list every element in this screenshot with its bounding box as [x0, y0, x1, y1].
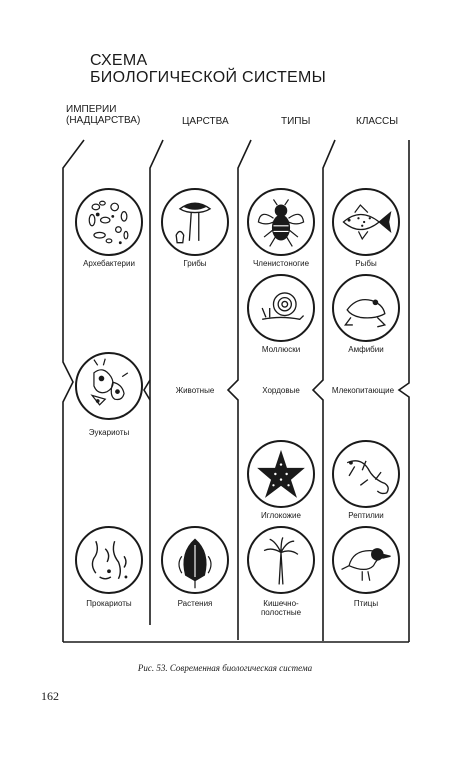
hydra-icon [263, 537, 299, 585]
title-line-2: БИОЛОГИЧЕСКОЙ СИСТЕМЫ [90, 69, 327, 86]
prokaryotes-illustration [75, 526, 143, 594]
header-empires-line-2: (НАДЦАРСТВА) [66, 115, 141, 126]
archaebacteria-illustration [75, 188, 143, 256]
prokaryote-icon [91, 540, 128, 580]
bacteria-icon [88, 200, 129, 245]
label-prokaryotes: Прокариоты [86, 599, 132, 608]
starfish-icon [257, 449, 305, 498]
frog-icon [343, 298, 387, 328]
label-arthropods: Членистоногие [252, 259, 310, 268]
label-mammals: Млекопитающие [331, 386, 395, 395]
class-boundary [311, 139, 336, 641]
label-chordates: Хордовые [262, 386, 300, 395]
label-archaebacteria: Архебактерии [83, 259, 135, 268]
label-echinoderms: Иглокожие [261, 511, 301, 520]
plants-illustration [161, 526, 229, 594]
class-boundary-right [397, 140, 410, 642]
amphibians-illustration [332, 274, 400, 342]
fish-icon [342, 204, 392, 241]
bee-icon [257, 199, 305, 247]
page-number: 162 [41, 689, 59, 703]
label-animals: Животные [175, 386, 215, 395]
protist-icon [90, 358, 129, 406]
header-phyla: ТИПЫ [281, 116, 311, 127]
eukaryotes-illustration [75, 352, 143, 420]
empire-boundary-left [62, 139, 85, 642]
arthropods-illustration [247, 188, 315, 256]
birds-illustration [332, 526, 400, 594]
header-empires-line-1: ИМПЕРИИ [66, 104, 117, 115]
label-fungi: Грибы [183, 259, 207, 268]
page-title: СХЕМА БИОЛОГИЧЕСКОЙ СИСТЕМЫ [90, 52, 326, 86]
phylum-boundary [226, 139, 252, 640]
mollusks-illustration [247, 274, 315, 342]
label-eukaryotes: Эукариоты [88, 428, 130, 437]
mushroom-icon [175, 202, 212, 244]
label-plants: Растения [177, 599, 213, 608]
bird-icon [341, 548, 391, 581]
header-empires: ИМПЕРИИ (НАДЦАРСТВА) [66, 104, 140, 126]
echinoderms-illustration [247, 440, 315, 508]
kingdom-boundary [149, 139, 164, 625]
label-mollusks: Моллюски [261, 345, 301, 354]
lizard-icon [346, 460, 389, 495]
label-coelenterates: Кишечно-полостные [260, 599, 302, 617]
kingdom-arrow [143, 379, 151, 401]
fish-illustration [332, 188, 400, 256]
title-line-1: СХЕМА [90, 52, 148, 69]
snail-icon [261, 292, 305, 321]
coelenterates-illustration [247, 526, 315, 594]
figure-caption: Рис. 53. Современная биологическая систе… [137, 663, 313, 673]
label-fish: Рыбы [355, 259, 377, 268]
label-birds: Птицы [353, 599, 379, 608]
fungi-illustration [161, 188, 229, 256]
label-amphibians: Амфибии [348, 345, 384, 354]
reptiles-illustration [332, 440, 400, 508]
header-kingdoms: ЦАРСТВА [182, 116, 229, 127]
plant-icon [178, 538, 212, 589]
label-reptiles: Рептилии [348, 511, 384, 520]
header-classes: КЛАССЫ [356, 116, 399, 127]
